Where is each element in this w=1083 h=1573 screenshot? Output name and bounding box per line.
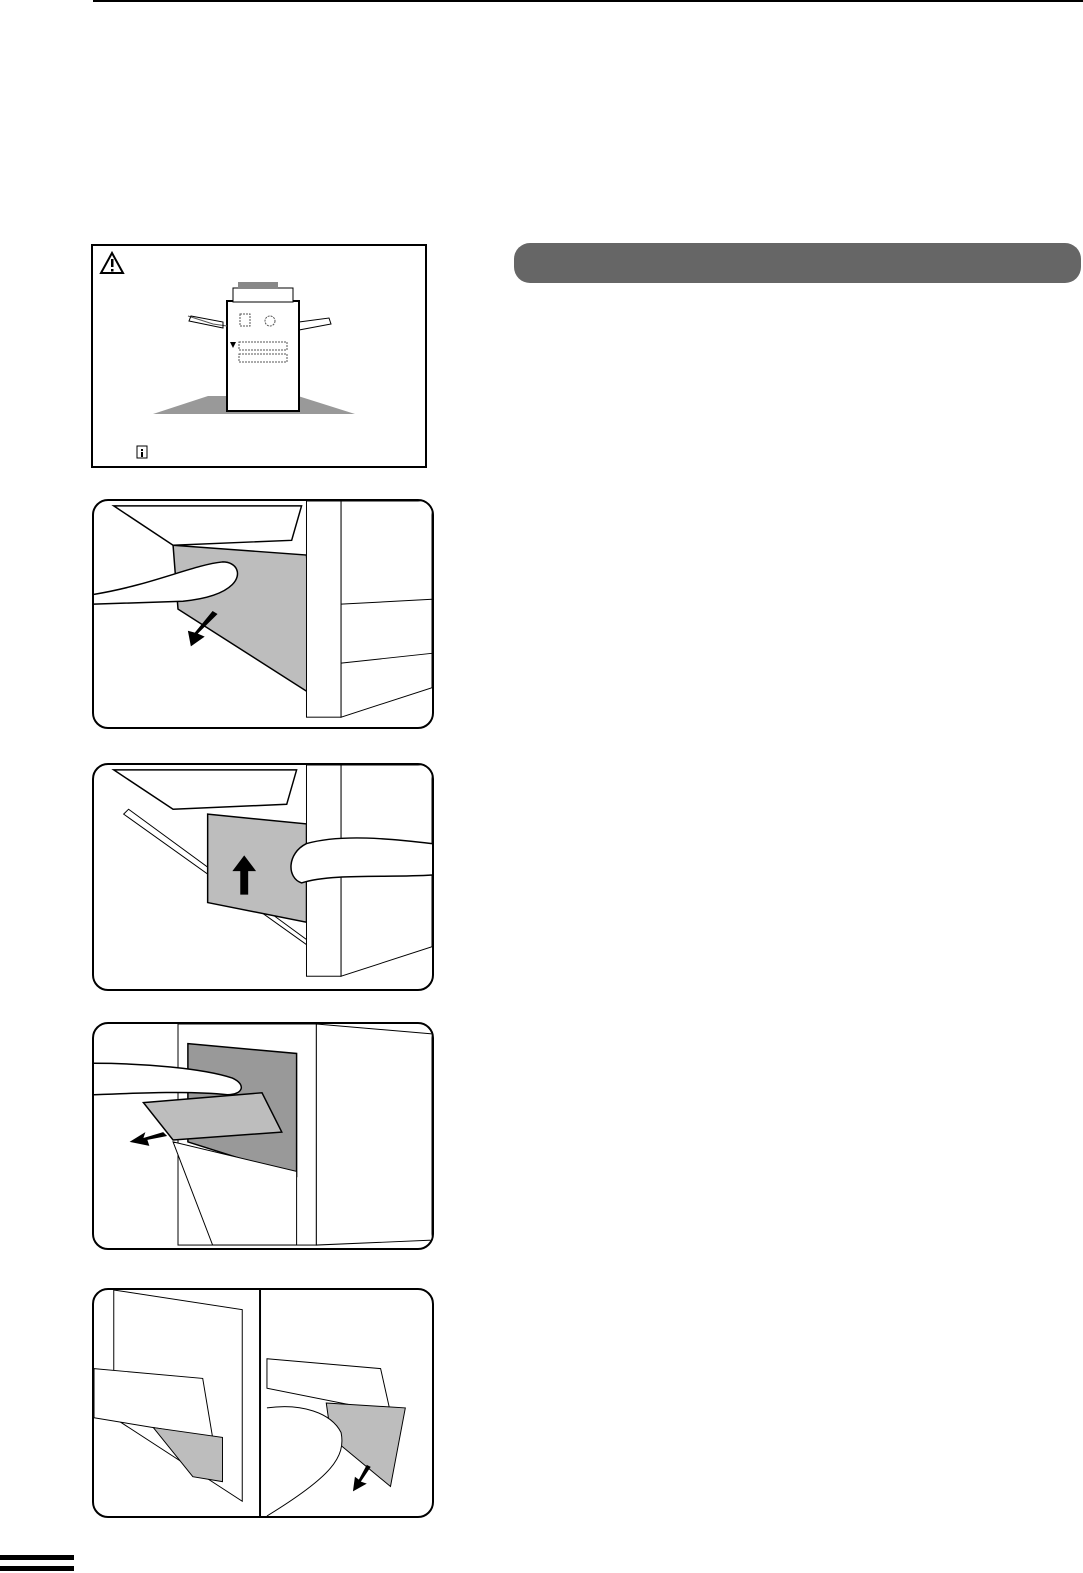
illustration-remove-misfed-paper — [92, 763, 434, 991]
page-footer-bar — [0, 1566, 74, 1571]
illustration-open-side-cover — [92, 499, 434, 729]
caution-box — [91, 244, 427, 468]
illustration-open-exit-cover — [92, 1022, 434, 1250]
info-icon — [136, 445, 148, 459]
copier-location-diagram — [153, 282, 355, 414]
warning-triangle-icon — [99, 250, 125, 274]
page-footer-bar — [0, 1555, 74, 1560]
illustration-remove-paper-from-exit — [92, 1288, 434, 1518]
top-rule — [93, 0, 1083, 2]
section-header-bar — [514, 243, 1081, 283]
